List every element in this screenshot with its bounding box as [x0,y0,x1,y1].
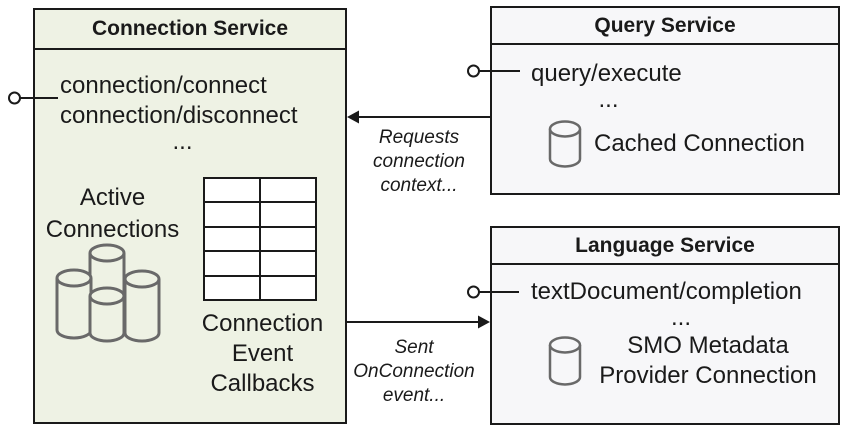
table-cell [204,251,260,276]
active-connections-cylinders-icon [55,243,161,343]
provided-interface-lollipop-icon [467,64,480,78]
sent-onconnection-event-label: Sent OnConnection event... [353,337,475,406]
provided-interface-lollipop-icon [467,285,480,299]
method-connection-disconnect: connection/disconnect [60,102,298,129]
database-cylinder-icon [548,336,582,386]
query-service-methods: query/execute ... [531,59,686,113]
method-textdocument-completion: textDocument/completion [531,278,802,305]
database-cylinder-icon [548,120,582,168]
table-cell [260,275,316,300]
connection-service-title: Connection Service [35,10,345,50]
language-service-box: Language Service textDocument/completion… [490,226,840,425]
table-cell [260,226,316,252]
query-service-title: Query Service [492,8,838,45]
arrowhead-left-icon [347,110,359,124]
table-cell [204,275,260,300]
table-cell [260,178,316,203]
connection-service-methods: connection/connect connection/disconnect… [60,71,305,155]
smo-metadata-row: SMO Metadata Provider Connection [548,331,822,391]
provided-interface-lollipop-icon [8,91,21,105]
cached-connection-label: Cached Connection [594,130,805,157]
more-methods-ellipsis: ... [670,304,691,331]
connection-service-box: Connection Service connection/connect co… [33,8,347,424]
table-cell [204,178,260,203]
active-connections-label: Active Connections [45,184,180,243]
arrowhead-right-icon [478,315,490,329]
language-service-methods: textDocument/completion ... [531,277,831,331]
connection-event-callbacks-label: Connection Event Callbacks [201,310,324,397]
table-cell [204,202,260,227]
table-cell [204,226,260,252]
table-cell [260,202,316,227]
connection-callbacks-table [203,177,317,301]
more-methods-ellipsis: ... [598,86,619,113]
more-methods-ellipsis: ... [172,128,193,155]
query-service-box: Query Service query/execute ... Cached C… [490,6,840,195]
language-service-title: Language Service [492,228,838,265]
table-cell [260,251,316,276]
method-query-execute: query/execute [531,60,682,87]
smo-metadata-provider-connection-label: SMO Metadata Provider Connection [599,332,817,389]
requests-connection-context-label: Requests connection context... [373,127,465,196]
method-connection-connect: connection/connect [60,72,267,99]
cached-connection-row: Cached Connection [548,120,805,168]
